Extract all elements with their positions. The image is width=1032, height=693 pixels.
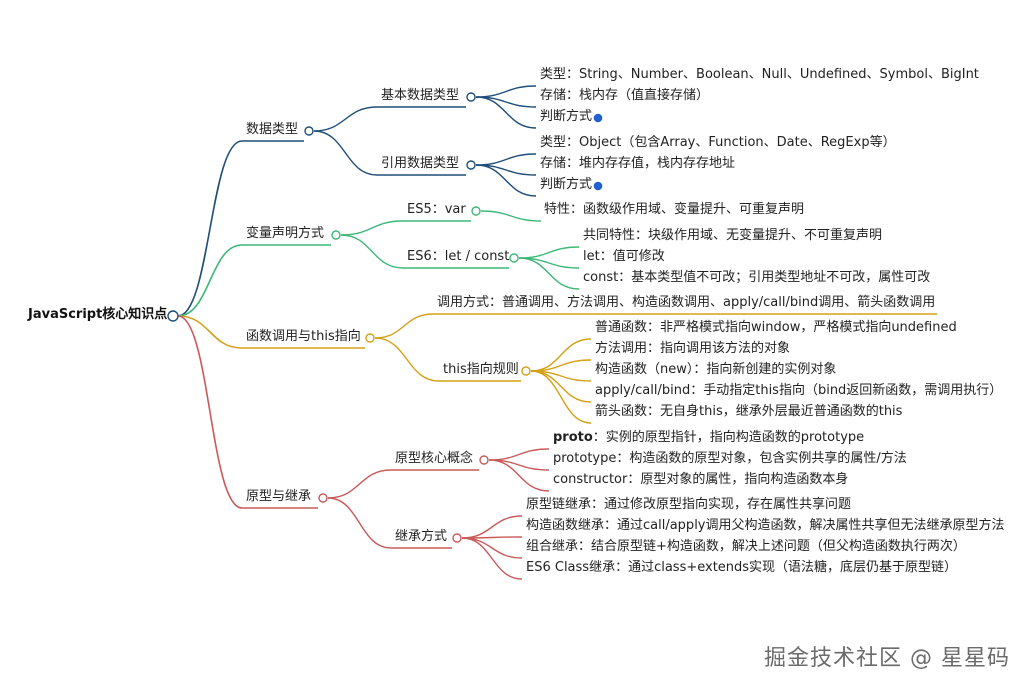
child-label: 引用数据类型: [381, 156, 460, 171]
leaf-connector: [480, 210, 542, 222]
leaf-label: 存储：栈内存（值直接存储）: [540, 88, 710, 103]
leaf-label: 构造函数（new）：指向新创建的实例对象: [595, 362, 837, 377]
leaf-label: 原型链继承：通过修改原型指向实现，存在属性共享问题: [526, 497, 852, 512]
leaf-label: 类型：Object（包含Array、Function、Date、RegExp等）: [540, 135, 896, 150]
leaf-label: constructor：原型对象的属性，指向构造函数本身: [553, 472, 849, 487]
leaf-label: 箭头函数：无自身this，继承外层最近普通函数的this: [595, 404, 903, 419]
child-connector: [340, 220, 404, 236]
branch-label: 函数调用与this指向: [246, 329, 361, 344]
child-node-circle[interactable]: [521, 366, 531, 376]
branch-label: 变量声明方式: [246, 226, 325, 241]
leaf-connector: [518, 257, 580, 290]
child-label: 调用方式：普通调用、方法调用、构造函数调用、apply/call/bind调用、…: [437, 295, 936, 310]
collapsed-indicator-dot: [593, 181, 603, 191]
collapsed-indicator-dot: [593, 113, 603, 123]
leaf-label: 特性：函数级作用域、变量提升、可重复声明: [544, 202, 805, 217]
leaf-connector: [475, 85, 537, 98]
child-connector: [313, 106, 378, 132]
child-connector: [340, 234, 404, 269]
leaf-label: 组合继承：结合原型链+构造函数，解决上述问题（但父构造函数执行两次）: [526, 539, 966, 554]
branch-node-circle[interactable]: [318, 493, 328, 503]
child-label: 基本数据类型: [381, 88, 460, 103]
leaf-connector: [475, 96, 537, 129]
branch-connector: [177, 315, 243, 509]
leaf-label: 普通函数：非严格模式指向window，严格模式指向undefined: [595, 320, 957, 335]
leaf-label: prototype：构造函数的原型对象，包含实例共享的属性/方法: [553, 451, 907, 466]
leaf-label: proto：实例的原型指针，指向构造函数的prototype: [553, 429, 864, 447]
leaf-label: 共同特性：块级作用域、无变量提升、不可重复声明: [583, 228, 883, 243]
leaf-label: const：基本类型值不可改；引用类型地址不可改，属性可改: [583, 270, 931, 285]
branch-connector: [177, 140, 243, 317]
root-node-label: JavaScript核心知识点: [28, 307, 168, 322]
leaf-bold-term: proto: [553, 430, 593, 445]
leaf-connector: [518, 246, 580, 259]
leaf-connector: [475, 153, 537, 166]
root-node-circle[interactable]: [167, 310, 179, 322]
branch-label: 原型与继承: [246, 489, 312, 504]
leaf-label: 构造函数继承：通过call/apply调用父构造函数，解决属性共享但无法继承原型…: [526, 518, 1005, 533]
branch-connector: [177, 315, 243, 349]
child-node-circle[interactable]: [509, 253, 519, 263]
child-label: ES6：let / const: [407, 249, 510, 264]
leaf-label: 方法调用：指向调用该方法的对象: [595, 341, 791, 356]
branch-connector: [177, 244, 243, 317]
leaf-label: 存储：堆内存存值，栈内存存地址: [540, 156, 736, 171]
child-node-circle[interactable]: [452, 533, 462, 543]
leaf-connector: [488, 459, 550, 492]
child-label: ES5：var: [407, 202, 466, 217]
leaf-connector: [475, 164, 537, 197]
leaf-connector: [461, 515, 523, 539]
child-label: 原型核心概念: [395, 451, 474, 466]
leaf-label: 判断方式: [540, 109, 593, 124]
leaf-label: apply/call/bind：手动指定this指向（bind返回新函数，需调用…: [595, 383, 1003, 398]
child-connector: [374, 337, 440, 382]
child-node-circle[interactable]: [466, 160, 476, 170]
child-node-circle[interactable]: [479, 455, 489, 465]
branch-label: 数据类型: [246, 122, 299, 137]
child-connector: [327, 497, 392, 549]
child-label: 继承方式: [395, 529, 448, 544]
child-node-circle[interactable]: [466, 92, 476, 102]
branch-node-circle[interactable]: [304, 126, 314, 136]
child-connector: [327, 469, 392, 499]
leaf-label: ES6 Class继承：通过class+extends实现（语法糖，底层仍基于原…: [526, 560, 958, 575]
branch-node-circle[interactable]: [365, 333, 375, 343]
child-node-circle[interactable]: [471, 206, 481, 216]
leaf-label: 判断方式: [540, 177, 593, 192]
leaf-text: ：实例的原型指针，指向构造函数的prototype: [592, 430, 865, 445]
branch-node-circle[interactable]: [331, 230, 341, 240]
child-connector: [374, 313, 434, 339]
child-label: this指向规则: [443, 362, 519, 377]
child-connector: [313, 130, 378, 176]
leaf-connector: [461, 537, 523, 559]
leaf-label: 类型：String、Number、Boolean、Null、Undefined、…: [540, 67, 979, 82]
leaf-connector: [461, 537, 523, 580]
leaf-label: let：值可修改: [583, 249, 665, 264]
leaf-connector: [530, 370, 592, 424]
leaf-connector: [488, 448, 550, 461]
watermark: 掘金技术社区 @ 星星码: [764, 646, 1010, 671]
